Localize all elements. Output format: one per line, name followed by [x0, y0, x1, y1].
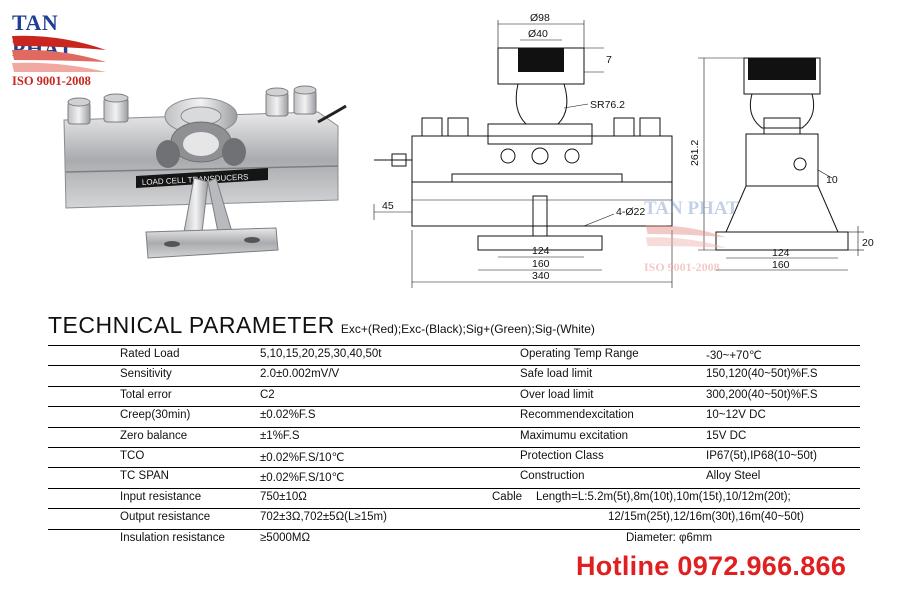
- dim-cable-45: 45: [382, 200, 394, 212]
- company-logo: TAN PHAT ISO 9001-2008: [10, 6, 120, 88]
- spec-label: Input resistance: [120, 490, 202, 503]
- logo-iso-text: ISO 9001-2008: [12, 74, 91, 88]
- spec-row-output: Output resistance 702±3Ω,702±5Ω(L≥15m) 1…: [48, 508, 860, 530]
- spec-value: -30~+70℃: [706, 350, 762, 362]
- spec-label: TC SPAN: [120, 470, 169, 483]
- spec-table: Rated Load 5,10,15,20,25,30,40,50t Operati…: [48, 345, 860, 549]
- spec-value: Alloy Steel: [706, 470, 761, 483]
- spec-label: Zero balance: [120, 429, 188, 442]
- dim-total-340: 340: [532, 270, 550, 282]
- spec-value: 300,200(40~50t)%F.S: [706, 388, 818, 401]
- spec-label: Total error: [120, 388, 172, 401]
- dim-diameter-98: Ø98: [530, 12, 550, 24]
- dim-holes: 4-Ø22: [616, 206, 645, 218]
- watermark-iso-text: ISO 9001-2008: [644, 260, 720, 274]
- dim-base-160: 160: [532, 258, 550, 270]
- spec-row: Rated Load 5,10,15,20,25,30,40,50t Operati…: [48, 345, 860, 367]
- spec-value: 10~12V DC: [706, 409, 766, 422]
- dim-sphere-radius: SR76.2: [590, 99, 625, 111]
- load-cell-photo: LOAD CELL TRANSDUCERS: [63, 85, 347, 259]
- parameter-heading: TECHNICAL PARAMETER Exc+(Red);Exc-(Black)…: [48, 312, 595, 339]
- spec-label: Operating Temp Range: [520, 348, 639, 360]
- dim-side-124: 124: [772, 247, 790, 259]
- spec-label: Protection Class: [520, 449, 604, 462]
- spec-value: ±0.02%F.S/10℃: [260, 472, 345, 485]
- spec-value: Diameter: φ6mm: [626, 531, 713, 544]
- spec-row: TCO ±0.02%F.S/10℃ Protection Class IP67(5t)…: [48, 448, 860, 469]
- spec-label: Construction: [520, 470, 585, 483]
- spec-value: ±0.02%F.S/10℃: [260, 451, 345, 464]
- spec-row: Total error C2 Over load limit 300,200(40~5…: [48, 387, 860, 408]
- watermark-swoosh-icon: [645, 225, 727, 248]
- spec-row-insulation: Insulation resistance ≥5000MΩ Diameter: …: [48, 530, 860, 549]
- technical-drawing: Ø98 Ø40 7 SR76.2 45 4-Ø22 124 160 340: [373, 12, 874, 288]
- spec-row: Zero balance ±1%F.S Maximumu excitation 15V…: [48, 428, 860, 448]
- spec-row-input: Input resistance 750±10Ω Cable Length=L:…: [48, 489, 860, 508]
- dim-side-10: 10: [826, 174, 838, 186]
- spec-label: Over load limit: [520, 388, 594, 401]
- spec-value: 5,10,15,20,25,30,40,50t: [260, 348, 382, 360]
- spec-row: Creep(30min) ±0.02%F.S Recommendexcitation…: [48, 407, 860, 428]
- spec-label: Recommendexcitation: [520, 409, 634, 422]
- dim-side-160: 160: [772, 259, 790, 271]
- spec-value: 750±10Ω: [260, 490, 307, 503]
- spec-row: Sensitivity 2.0±0.002mV/V Safe load limit 1…: [48, 366, 860, 387]
- spec-label: Cable: [492, 490, 523, 503]
- spec-label: Creep(30min): [120, 409, 191, 422]
- spec-value: C2: [260, 388, 275, 401]
- spec-value: IP67(5t),IP68(10~50t): [706, 449, 817, 462]
- spec-label: Sensitivity: [120, 368, 172, 381]
- spec-label: Maximumu excitation: [520, 429, 629, 442]
- spec-label: Output resistance: [120, 511, 211, 524]
- spec-label: Safe load limit: [520, 368, 593, 381]
- spec-row: TC SPAN ±0.02%F.S/10℃ Construction Alloy St…: [48, 468, 860, 489]
- spec-value: ±1%F.S: [260, 429, 300, 442]
- logo-swoosh-icon: [12, 35, 106, 72]
- spec-label: Insulation resistance: [120, 531, 225, 544]
- spec-value: 15V DC: [706, 429, 747, 442]
- spec-value: Length=L:5.2m(5t),8m(10t),10m(15t),10/12…: [536, 490, 791, 503]
- parameter-title: TECHNICAL PARAMETER: [48, 312, 335, 338]
- spec-label: TCO: [120, 449, 145, 462]
- dim-base-124: 124: [532, 245, 550, 257]
- dim-diameter-40: Ø40: [528, 28, 548, 40]
- spec-label: Rated Load: [120, 348, 180, 360]
- spec-value: 12/15m(25t),12/16m(30t),16m(40~50t): [608, 511, 804, 524]
- dim-side-20: 20: [862, 237, 874, 249]
- wiring-colors: Exc+(Red);Exc-(Black);Sig+(Green);Sig-(W…: [340, 322, 595, 336]
- dim-cap-7: 7: [606, 54, 612, 66]
- spec-value: 2.0±0.002mV/V: [260, 368, 340, 381]
- dim-height-261: 261.2: [689, 140, 701, 166]
- spec-value: 150,120(40~50t)%F.S: [706, 368, 818, 381]
- spec-value: ±0.02%F.S: [260, 409, 316, 422]
- watermark-logo: TAN PHAT ISO 9001-2008: [640, 198, 750, 278]
- spec-value: ≥5000MΩ: [260, 531, 311, 544]
- spec-value: 702±3Ω,702±5Ω(L≥15m): [260, 511, 387, 524]
- hotline-text[interactable]: Hotline 0972.966.866: [576, 551, 847, 581]
- watermark-brand-text: TAN PHAT: [644, 198, 739, 219]
